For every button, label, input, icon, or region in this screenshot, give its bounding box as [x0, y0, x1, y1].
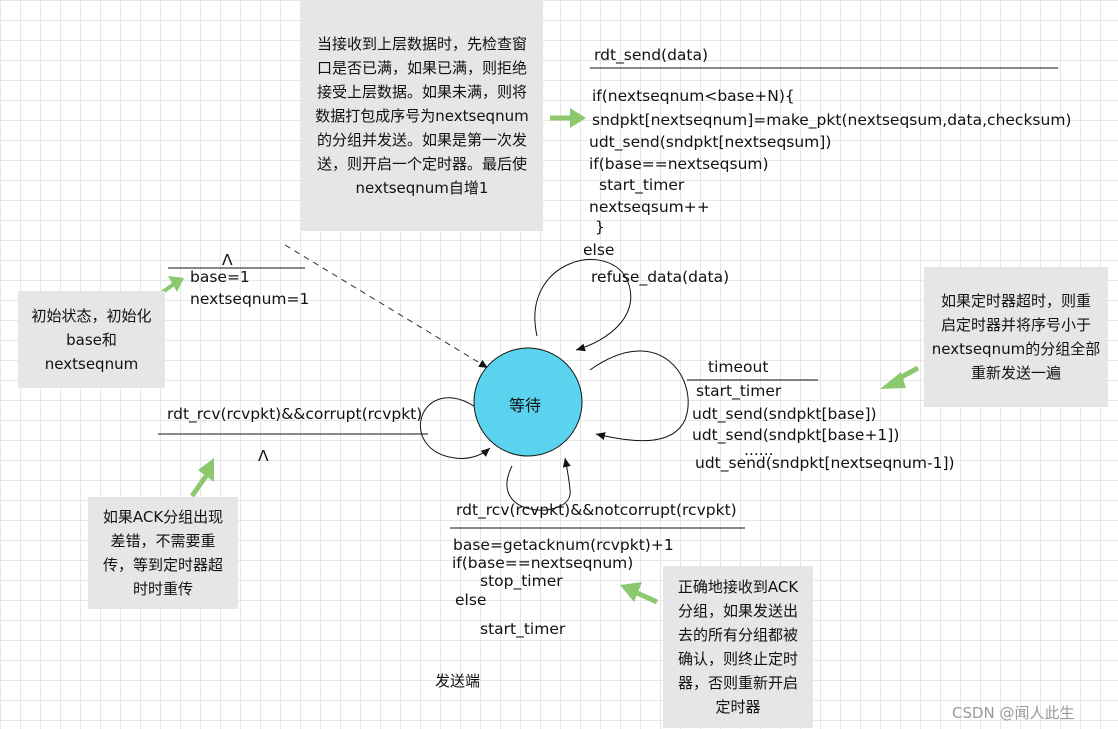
corrupt-action: Λ — [258, 447, 269, 465]
init-action-base: base=1 — [190, 268, 250, 286]
rdt-send-action-8: else — [583, 241, 615, 259]
notcorrupt-action-3: stop_timer — [480, 572, 563, 590]
rdt-send-action-9: refuse_data(data) — [591, 268, 730, 286]
notcorrupt-action-1: base=getacknum(rcvpkt)+1 — [453, 536, 674, 554]
state-wait-label: 等待 — [509, 396, 542, 415]
green-arrow-ack — [620, 582, 659, 605]
self-loop-top — [534, 259, 632, 352]
note-corrupt-explanation: 如果ACK分组出现 差错，不需要重 传，等到定时器超 时时重传 — [88, 497, 238, 609]
timeout-event: timeout — [708, 358, 769, 376]
note-timeout-explanation: 如果定时器超时，则重 启定时器并将序号小于 nextseqnum的分组全部 重新… — [924, 267, 1108, 407]
csdn-watermark: CSDN @闻人此生 — [952, 704, 1075, 722]
timeout-action-5: udt_send(sndpkt[nextseqnum-1]) — [695, 454, 955, 472]
rdt-send-action-2: sndpkt[nextseqnum]=make_pkt(nextseqsum,d… — [592, 111, 1072, 129]
note-ack-explanation: 正确地接收到ACK 分组，如果发送出 去的所有分组都被 确认，则终止定时 器，否… — [663, 566, 813, 728]
timeout-action-3: udt_send(sndpkt[base+1]) — [692, 426, 900, 444]
timeout-action-1: start_timer — [696, 382, 782, 400]
init-action-nextseqnum: nextseqnum=1 — [190, 290, 310, 308]
sender-caption: 发送端 — [435, 672, 481, 690]
green-arrow-timeout — [880, 365, 920, 389]
note-init-explanation: 初始状态，初始化 base和 nextseqnum — [18, 291, 165, 388]
corrupt-event: rdt_rcv(rcvpkt)&&corrupt(rcvpkt) — [167, 405, 423, 423]
rdt-send-action-1: if(nextseqnum<base+N){ — [592, 87, 795, 105]
notcorrupt-action-4: else — [455, 591, 487, 609]
note-send-explanation: 当接收到上层数据时，先检查窗 口是否已满，如果已满，则拒绝 接受上层数据。如果未… — [301, 0, 543, 231]
green-arrow-send — [550, 108, 586, 128]
self-loop-right — [589, 350, 689, 442]
rdt-send-action-4: if(base==nextseqsum) — [589, 155, 769, 173]
rdt-send-action-6: nextseqsum++ — [589, 198, 710, 216]
notcorrupt-action-2: if(base==nextseqnum) — [452, 554, 634, 572]
rdt-send-action-7: } — [595, 218, 605, 236]
rdt-send-event: rdt_send(data) — [594, 46, 709, 64]
state-wait-circle[interactable] — [473, 347, 583, 457]
init-event: Λ — [222, 251, 233, 269]
notcorrupt-event: rdt_rcv(rcvpkt)&&notcorrupt(rcvpkt) — [456, 501, 737, 519]
initial-transition-arrow — [284, 244, 489, 369]
self-loop-left — [419, 397, 491, 459]
rdt-send-action-3: udt_send(sndpkt[nextseqsum]) — [589, 133, 832, 151]
notcorrupt-action-5: start_timer — [480, 620, 566, 638]
rdt-send-action-5: start_timer — [599, 176, 685, 194]
timeout-action-2: udt_send(sndpkt[base]) — [692, 405, 877, 423]
self-loop-bottom — [506, 457, 571, 511]
green-arrow-corrupt — [189, 458, 214, 498]
timeout-action-4: ...... — [744, 441, 774, 459]
